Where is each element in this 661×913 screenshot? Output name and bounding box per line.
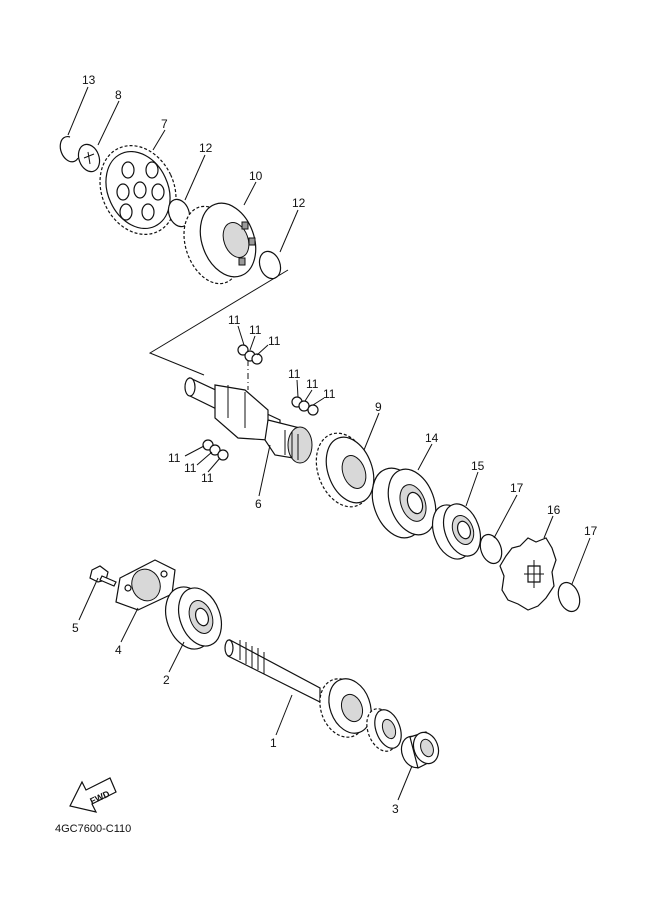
part-17-circlip-upper [479,533,503,565]
part-12-ring-upper [167,198,191,228]
part-7-gear [99,145,177,235]
part-11-balls-bottom [202,439,229,461]
part-11-balls-middle [291,396,319,416]
callout-11-mid-2: 11 [306,377,319,391]
callout-9: 9 [375,400,382,414]
part-15-bearing [431,503,482,560]
part-13-circlip [59,135,79,163]
callout-11-top-3: 11 [268,334,281,348]
part-5-bolt [89,565,117,587]
callout-11-mid-1: 11 [288,367,301,381]
callout-12-lower: 12 [292,196,306,210]
callout-1: 1 [270,736,277,750]
part-3-collar [400,731,440,769]
callout-13: 13 [82,73,96,87]
part-14-bearing [371,467,437,539]
callout-10: 10 [249,169,263,183]
callout-17-lower: 17 [584,524,598,538]
callout-11-top-2: 11 [249,323,262,337]
callout-8: 8 [115,88,122,102]
callout-17-upper: 17 [510,481,524,495]
callout-16: 16 [547,503,561,517]
callout-11-bot-2: 11 [184,461,197,475]
callout-11-top-1: 11 [228,313,241,327]
callout-labels: 13 8 7 12 10 12 11 11 11 11 11 11 11 11 … [72,73,598,816]
leader-lines [67,86,591,801]
callout-4: 4 [115,643,122,657]
callout-12-upper: 12 [199,141,213,155]
part-1-main-axle [224,639,402,752]
part-11-balls-top [237,344,263,365]
part-16-sprocket [499,537,557,611]
part-2-bearing [165,586,223,650]
assembly-guide-line [148,269,289,376]
callout-11-bot-1: 11 [168,451,181,465]
part-9-gear [315,432,375,508]
callout-3: 3 [392,802,399,816]
callout-11-bot-3: 11 [201,471,214,485]
part-17-circlip-lower [557,581,581,613]
diagram-code: 4GC7600-C110 [55,823,131,835]
part-8-washer [77,143,101,173]
callout-7: 7 [161,117,168,131]
callout-2: 2 [163,673,170,687]
callout-15: 15 [471,459,485,473]
callout-5: 5 [72,621,79,635]
part-12-ring-lower [258,250,282,280]
part-6-shaft [184,377,313,464]
callout-14: 14 [425,431,439,445]
callout-11-mid-3: 11 [323,387,336,401]
callout-6: 6 [255,497,262,511]
part-10-dog-gear [183,202,257,285]
fwd-arrow: FWD [69,777,117,813]
